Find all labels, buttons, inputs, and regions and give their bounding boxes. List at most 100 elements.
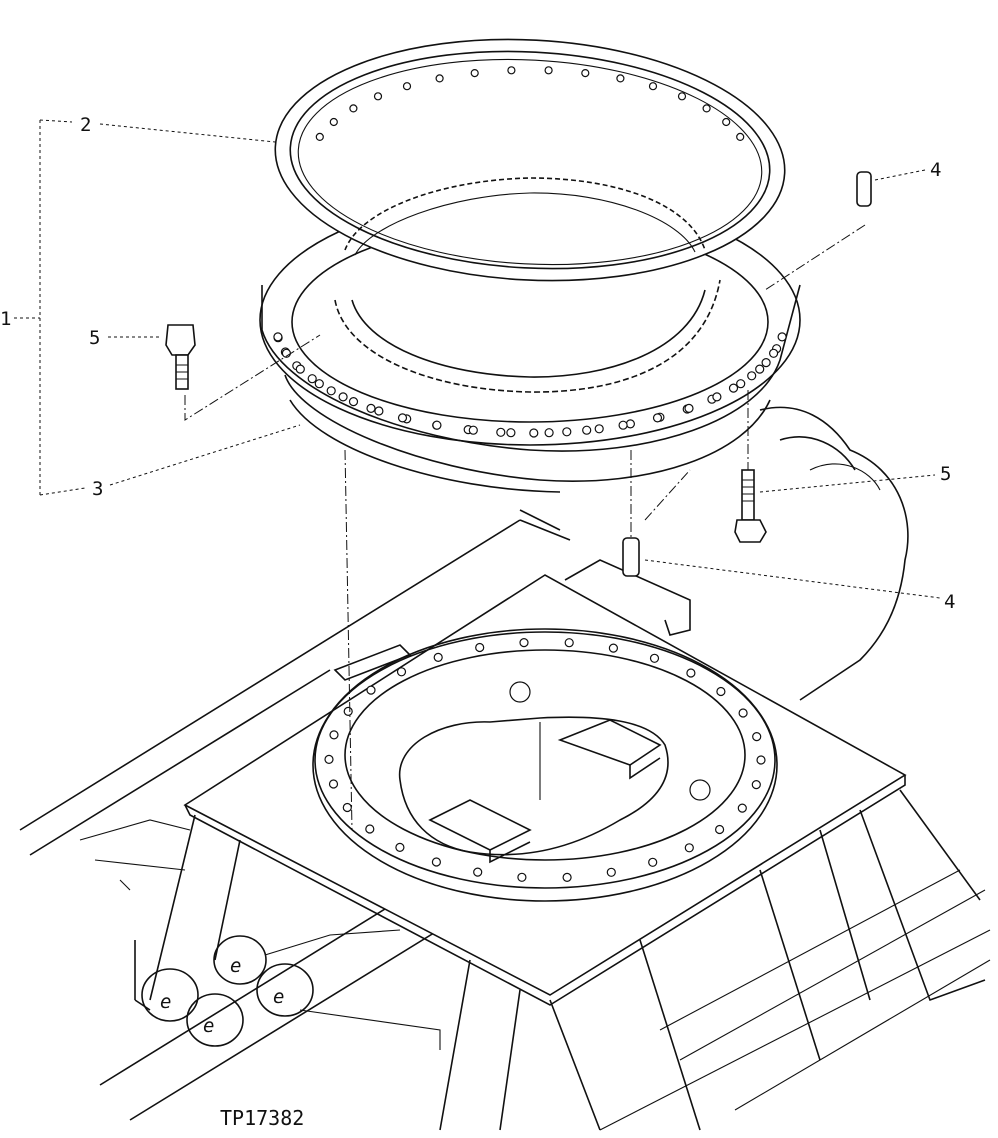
bolt-hole xyxy=(544,428,554,438)
bolt-right xyxy=(734,469,767,543)
dowel-pin-lower xyxy=(622,537,640,577)
bolt-hole xyxy=(432,420,442,430)
bolt-hole xyxy=(475,642,485,653)
bolt-hole xyxy=(736,379,746,389)
callout-2: 2 xyxy=(80,114,91,136)
leader-lines xyxy=(14,119,941,599)
bolt-hole xyxy=(496,427,506,437)
bolt-hole xyxy=(618,420,628,430)
bolt-hole xyxy=(564,638,574,648)
bolt-hole xyxy=(433,652,443,663)
bolt-hole xyxy=(329,730,339,740)
bolt-hole xyxy=(712,392,722,402)
bolt-hole xyxy=(365,824,375,834)
bolt-hole xyxy=(677,92,687,101)
bolt-hole xyxy=(581,68,590,78)
bolt-hole xyxy=(396,667,407,677)
bolt-hole xyxy=(506,428,516,438)
bolt-hole xyxy=(625,419,636,429)
bolt-hole xyxy=(373,92,383,101)
bolt-hole xyxy=(519,637,529,648)
svg-text:e: e xyxy=(203,1015,214,1037)
bolt-hole xyxy=(608,643,619,653)
bolt-hole xyxy=(648,857,658,867)
bolt-hole xyxy=(728,383,739,393)
bolt-left xyxy=(165,324,196,390)
bolt-hole xyxy=(395,842,405,853)
bolt-hole xyxy=(714,824,725,835)
bolt-holes xyxy=(273,66,787,883)
bolt-hole xyxy=(507,66,516,75)
bolt-hole xyxy=(338,392,348,402)
bolt-hole xyxy=(473,867,483,877)
bolt-hole xyxy=(652,413,663,423)
bolt-hole xyxy=(777,332,787,342)
bolt-hole xyxy=(684,403,694,413)
bolt-hole xyxy=(529,428,539,438)
bolt-hole xyxy=(737,803,747,813)
bolt-hole xyxy=(397,413,408,423)
bolt-hole xyxy=(295,364,305,374)
callout-3: 3 xyxy=(92,478,103,500)
bolt-hole xyxy=(329,117,338,127)
bolt-hole xyxy=(435,74,444,83)
alignment-lines xyxy=(184,224,866,831)
callout-4-top: 4 xyxy=(930,159,941,181)
figure-id: TP17382 xyxy=(220,1106,304,1130)
bolt-hole xyxy=(470,68,479,78)
bolt-hole xyxy=(326,386,336,396)
bolt-hole xyxy=(343,706,353,717)
svg-text:e: e xyxy=(273,986,284,1008)
bolt-hole xyxy=(747,371,757,381)
bolt-hole xyxy=(342,802,352,813)
bolt-hole xyxy=(606,867,616,877)
bolt-hole xyxy=(702,104,711,113)
bolt-hole xyxy=(594,424,604,434)
bolt-hole xyxy=(315,132,324,141)
bolt-hole xyxy=(738,708,748,718)
bolt-hole xyxy=(686,668,696,678)
bolt-hole xyxy=(722,117,731,127)
bolt-hole xyxy=(562,427,572,437)
bolt-hole xyxy=(582,425,592,435)
bolt-hole xyxy=(755,364,765,374)
svg-text:e: e xyxy=(160,991,171,1013)
bolt-hole xyxy=(402,82,412,91)
bolt-hole xyxy=(761,358,771,368)
dowel-pin-top xyxy=(856,171,872,207)
frame-structure: e e e e xyxy=(19,406,991,1131)
bolt-hole xyxy=(314,379,324,389)
callout-5-right: 5 xyxy=(940,463,951,485)
bolt-hole xyxy=(716,686,726,697)
swing-bearing xyxy=(259,194,801,493)
mounting-ring xyxy=(312,628,778,902)
bolt-hole xyxy=(562,872,572,883)
bolt-hole xyxy=(736,132,745,141)
bolt-hole xyxy=(374,406,384,416)
bolt-hole xyxy=(307,374,317,384)
bolt-hole xyxy=(328,779,339,789)
callout-4-bottom: 4 xyxy=(944,591,955,613)
bolt-hole xyxy=(348,397,359,407)
bolt-hole xyxy=(752,731,762,742)
bolt-hole xyxy=(544,66,553,75)
bolt-hole xyxy=(649,653,660,663)
bolt-hole xyxy=(366,685,376,695)
svg-text:e: e xyxy=(230,955,241,977)
bolt-hole xyxy=(366,403,376,413)
callout-5-left: 5 xyxy=(89,327,100,349)
bolt-hole xyxy=(324,754,334,765)
bolt-hole xyxy=(751,779,761,790)
bolt-hole xyxy=(684,843,694,853)
bolt-hole xyxy=(349,104,358,113)
callout-1: 1 xyxy=(0,308,11,330)
bolt-hole xyxy=(616,74,625,83)
bolt-hole xyxy=(468,425,478,435)
seal-ring xyxy=(274,38,786,282)
bolt-hole xyxy=(648,82,658,91)
bolt-hole xyxy=(517,872,527,882)
bolt-hole xyxy=(273,332,283,342)
bolt-hole xyxy=(431,857,441,867)
bolt-hole xyxy=(768,348,779,358)
